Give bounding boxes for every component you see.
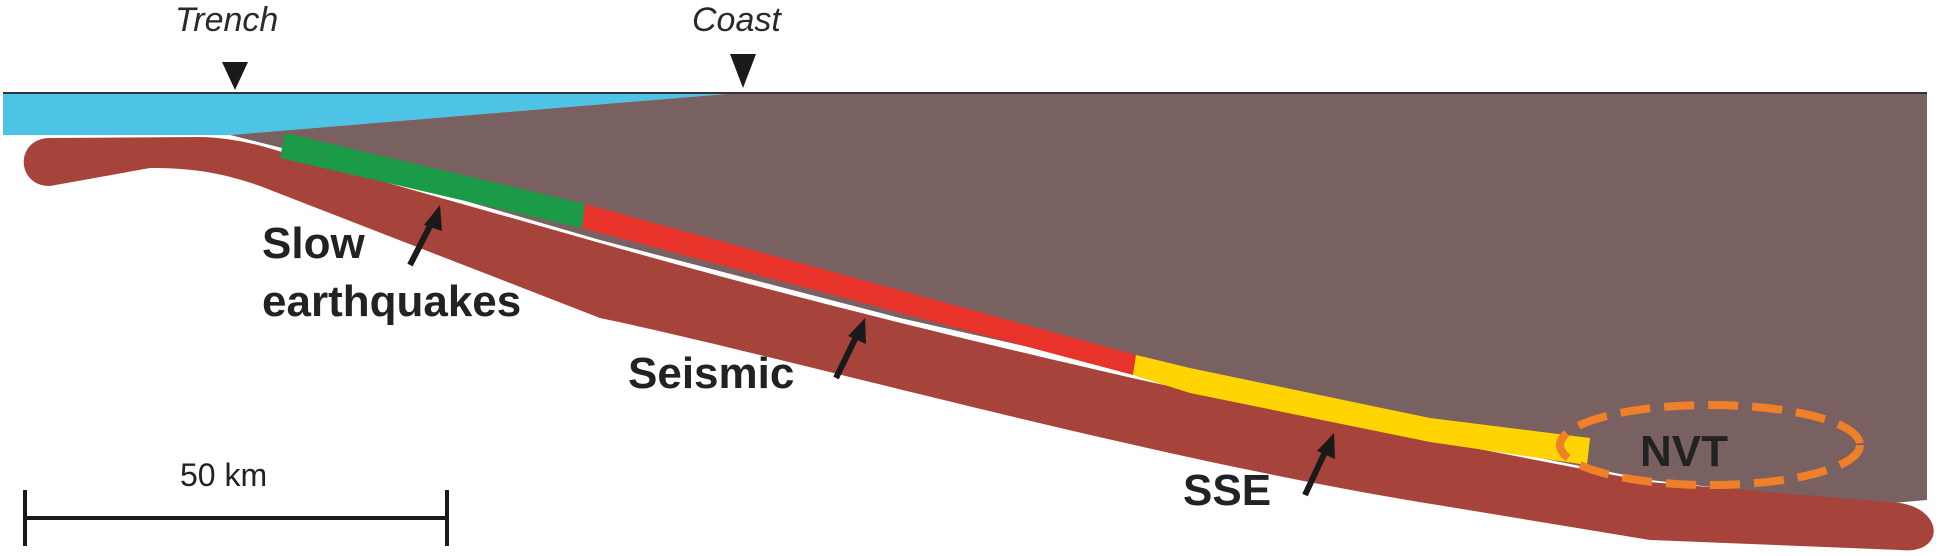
subducting-slab (23, 137, 1934, 551)
slow-earthquakes-label-line2: earthquakes (262, 277, 521, 326)
sse-label: SSE (1183, 466, 1271, 515)
coast-label: Coast (692, 1, 782, 39)
nvt-label: NVT (1640, 427, 1728, 476)
trench-marker (222, 62, 248, 90)
trench-label: Trench (175, 1, 278, 39)
scale-bar-label: 50 km (180, 457, 267, 493)
seismic-label: Seismic (628, 349, 794, 398)
overriding-plate (230, 93, 1927, 505)
slow-earthquakes-zone (280, 133, 585, 228)
scale-bar (23, 490, 449, 546)
ocean-layer (3, 93, 738, 135)
seismic-arrow (833, 318, 866, 380)
seismic-zone (582, 204, 1136, 375)
sse-zone (1133, 355, 1590, 465)
nvt-zone-outline (1556, 401, 1864, 489)
coast-marker (730, 54, 756, 88)
slow-earthquakes-arrow (407, 205, 442, 267)
slow-earthquakes-label-line1: Slow (262, 219, 365, 268)
sse-arrow (1302, 433, 1335, 497)
